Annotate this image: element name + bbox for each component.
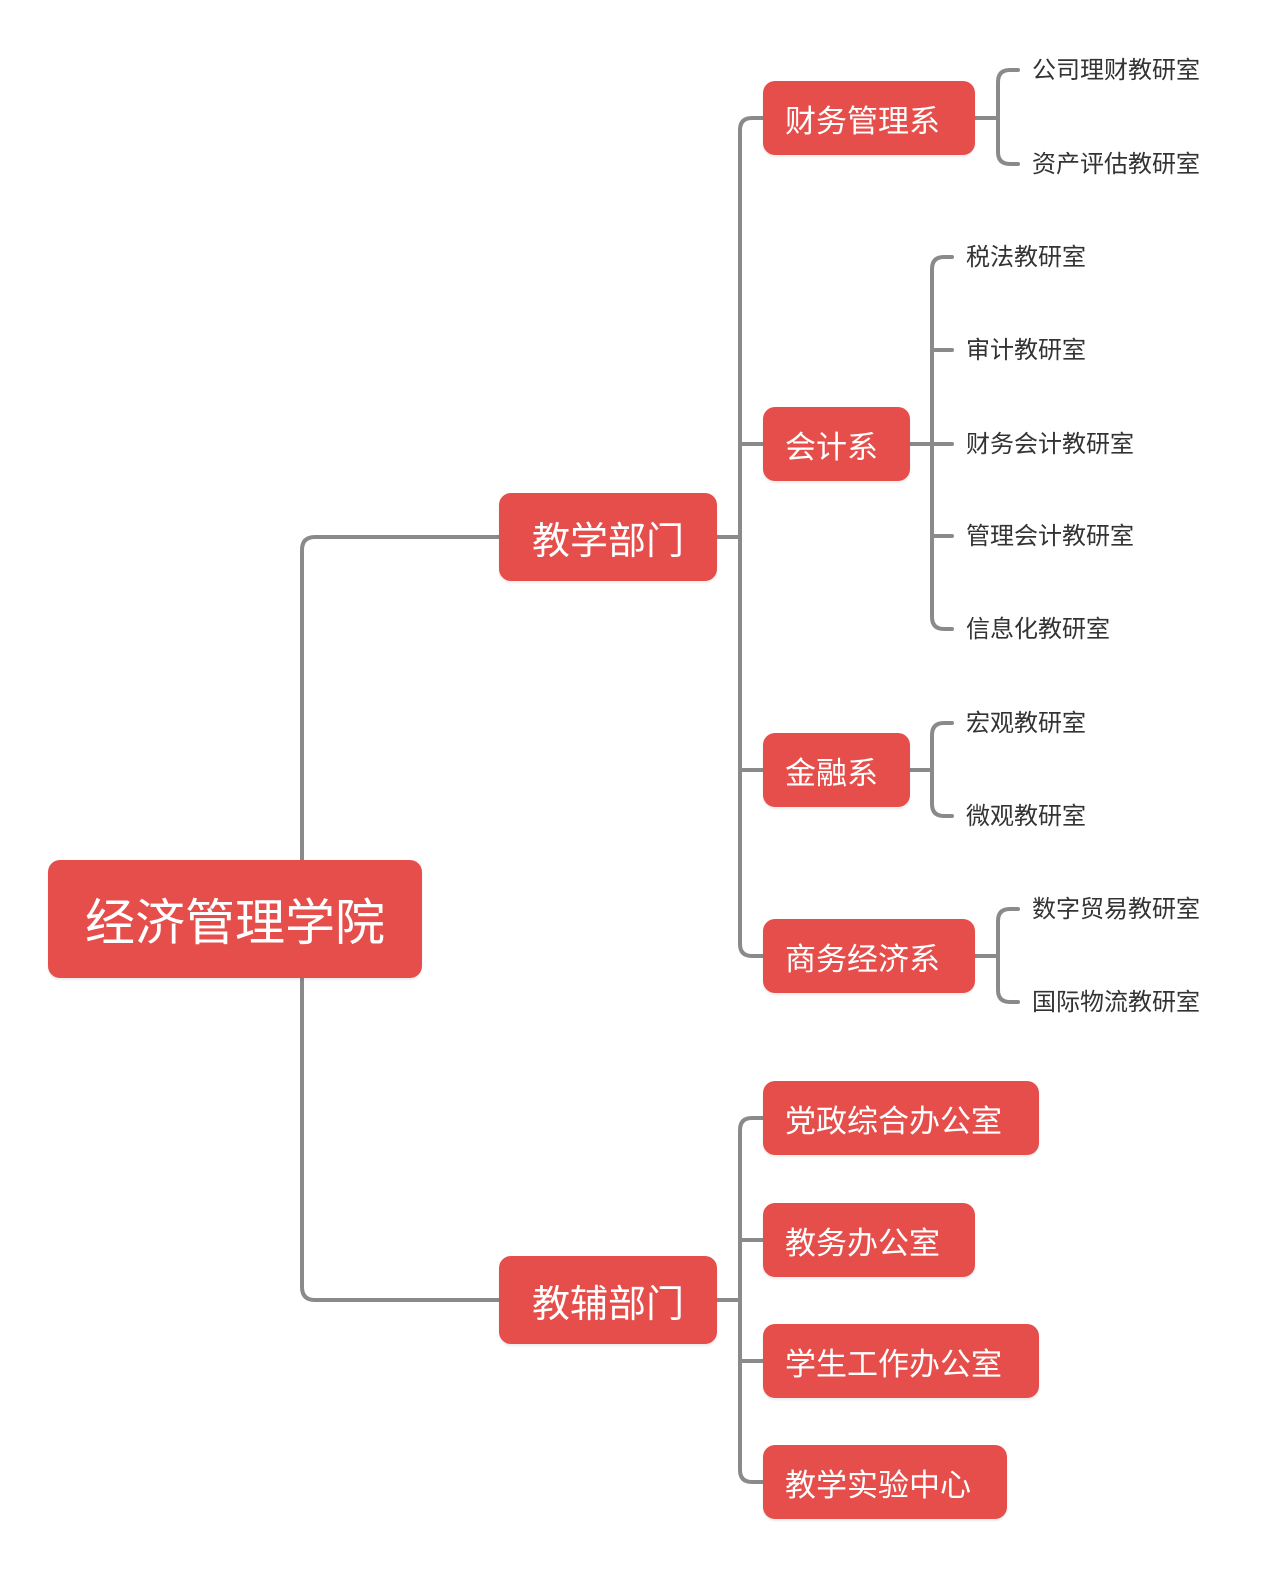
- leaf-management-accounting[interactable]: 管理会计教研室: [966, 522, 1134, 550]
- leaf-macro[interactable]: 宏观教研室: [966, 709, 1086, 737]
- office-party-admin[interactable]: 党政综合办公室: [763, 1081, 1039, 1155]
- leaf-tax-law[interactable]: 税法教研室: [966, 243, 1086, 271]
- connector-teaching-bracket: [738, 116, 765, 958]
- leaf-asset-valuation[interactable]: 资产评估教研室: [1032, 150, 1200, 178]
- leaf-corporate-finance[interactable]: 公司理财教研室: [1032, 56, 1200, 84]
- root-node[interactable]: 经济管理学院: [48, 860, 422, 978]
- office-student-affairs[interactable]: 学生工作办公室: [763, 1324, 1039, 1398]
- branch-teaching-departments[interactable]: 教学部门: [499, 493, 717, 581]
- connector-be-bracket: [996, 907, 1020, 1004]
- leaf-micro[interactable]: 微观教研室: [966, 802, 1086, 830]
- office-academic-affairs[interactable]: 教务办公室: [763, 1203, 975, 1277]
- dept-business-economics[interactable]: 商务经济系: [763, 919, 975, 993]
- dept-financial-management[interactable]: 财务管理系: [763, 81, 975, 155]
- dept-accounting[interactable]: 会计系: [763, 407, 910, 481]
- dept-finance[interactable]: 金融系: [763, 733, 910, 807]
- leaf-digital-trade[interactable]: 数字贸易教研室: [1032, 895, 1200, 923]
- leaf-financial-accounting[interactable]: 财务会计教研室: [966, 430, 1134, 458]
- connector-fm-bracket: [996, 68, 1020, 166]
- leaf-international-logistics[interactable]: 国际物流教研室: [1032, 988, 1200, 1016]
- connector-root-support: [300, 976, 501, 1302]
- connector-fin-bracket: [930, 721, 954, 818]
- connector-support-bracket: [738, 1116, 765, 1484]
- branch-support-departments[interactable]: 教辅部门: [499, 1256, 717, 1344]
- leaf-audit[interactable]: 审计教研室: [966, 336, 1086, 364]
- connector-root-teaching: [300, 535, 501, 862]
- connector-acc-bracket: [930, 255, 954, 631]
- office-teaching-lab[interactable]: 教学实验中心: [763, 1445, 1007, 1519]
- leaf-informatization[interactable]: 信息化教研室: [966, 615, 1110, 643]
